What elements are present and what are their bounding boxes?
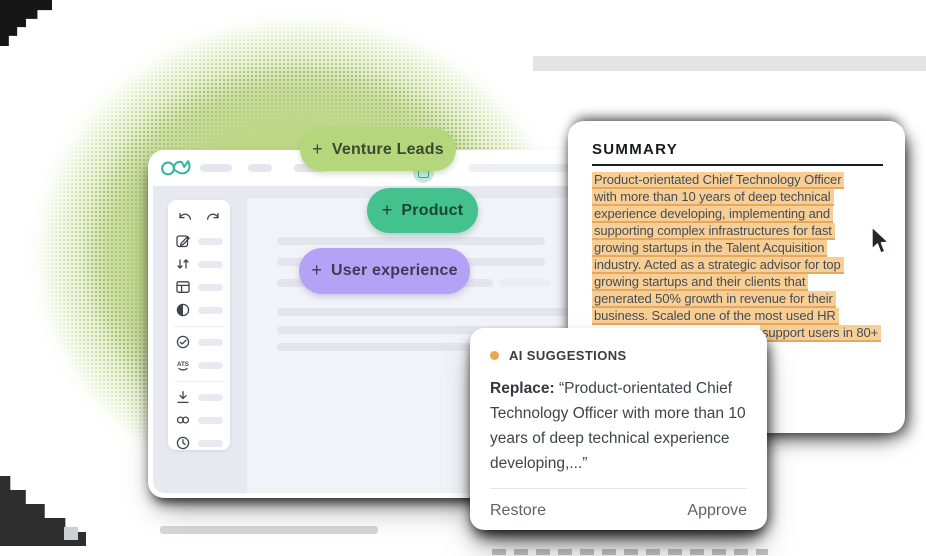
link-icon[interactable] [175, 412, 191, 428]
highlighted-text: growing startups and their clients that [592, 274, 809, 291]
sidebar-skeleton-pill [198, 439, 223, 447]
sidebar-skeleton-pill [198, 260, 223, 268]
header-skeleton-pill [248, 164, 272, 172]
highlighted-text: with more than 10 years of deep technica… [592, 189, 834, 206]
clock-icon[interactable] [175, 435, 191, 451]
summary-text: Product-orientated Chief Technology Offi… [592, 171, 883, 342]
tag-pill-user-experience[interactable]: + User experience [299, 248, 470, 294]
sidebar-skeleton-pill [198, 393, 223, 401]
editor-toolbar-sidebar: ATS [168, 200, 230, 450]
replace-label: Replace: [490, 380, 555, 397]
gray-bar-bottom [160, 526, 378, 534]
gray-square-bottom-left [64, 527, 78, 540]
tag-pill-venture-leads[interactable]: + Venture Leads [300, 128, 456, 171]
ai-suggestions-card: AI SUGGESTIONS Replace: “Product-orienta… [470, 328, 767, 530]
text-skeleton-line [277, 237, 545, 245]
undo-icon[interactable] [177, 210, 193, 226]
text-skeleton-line [277, 308, 567, 316]
tag-label: User experience [331, 262, 458, 279]
sort-arrows-icon[interactable] [175, 256, 191, 272]
highlighted-text: industry. Acted as a strategic advisor f… [592, 257, 844, 274]
header-skeleton-pill [200, 164, 232, 172]
plus-icon: + [311, 260, 323, 280]
highlighted-text: growing startups in the Talent Acquisiti… [592, 240, 828, 257]
sidebar-divider [174, 381, 224, 382]
restore-button[interactable]: Restore [490, 502, 547, 519]
sidebar-skeleton-pill [198, 237, 223, 245]
highlighted-text: support users in 80+ [760, 325, 882, 342]
infinity-logo-icon [161, 160, 191, 176]
text-skeleton-line [499, 279, 551, 287]
sidebar-skeleton-pill [198, 361, 223, 369]
tag-pill-product[interactable]: + Product [367, 188, 478, 233]
tag-label: Product [401, 201, 464, 219]
ai-card-divider [490, 488, 747, 489]
summary-title: SUMMARY [592, 141, 679, 158]
svg-text:ATS: ATS [177, 361, 189, 368]
plus-icon: + [381, 199, 393, 220]
highlighted-text: generated 50% growth in revenue for thei… [592, 291, 836, 308]
download-icon[interactable] [175, 389, 191, 405]
suggested-quote: “Product-orientated Chief Technology Off… [490, 380, 746, 472]
orange-dot-icon [490, 350, 499, 360]
mouse-cursor-icon [871, 226, 890, 254]
check-circle-icon[interactable] [175, 334, 191, 350]
sidebar-skeleton-pill [198, 416, 223, 424]
ai-suggestion-text: Replace: “Product-orientated Chief Techn… [490, 376, 747, 476]
highlighted-text: supporting complex infrastructures for f… [592, 223, 835, 240]
gray-bar-top-right [533, 56, 926, 71]
table-icon[interactable] [175, 279, 191, 295]
tag-label: Venture Leads [331, 140, 444, 158]
highlighted-text: business. Scaled one of the most used HR [592, 308, 839, 325]
summary-divider [592, 164, 883, 166]
sidebar-skeleton-pill [198, 338, 223, 346]
corner-steps-top-left [0, 0, 52, 46]
header-skeleton-pill [468, 164, 580, 172]
sidebar-skeleton-pill [198, 306, 223, 314]
grain-dash-strip [492, 549, 768, 555]
edit-icon[interactable] [175, 233, 191, 249]
text-skeleton-line [277, 343, 567, 351]
highlighted-text: experience developing, implementing and [592, 206, 834, 223]
sidebar-skeleton-pill [198, 283, 223, 291]
contrast-icon[interactable] [175, 302, 191, 318]
highlighted-text: Product-orientated Chief Technology Offi… [592, 172, 845, 189]
sidebar-divider [174, 326, 224, 327]
ai-suggestions-title: AI SUGGESTIONS [509, 347, 627, 363]
ats-check-icon[interactable]: ATS [175, 357, 191, 373]
redo-icon[interactable] [205, 210, 221, 226]
text-skeleton-line [277, 326, 567, 334]
approve-button[interactable]: Approve [687, 502, 747, 519]
plus-icon: + [312, 138, 323, 159]
